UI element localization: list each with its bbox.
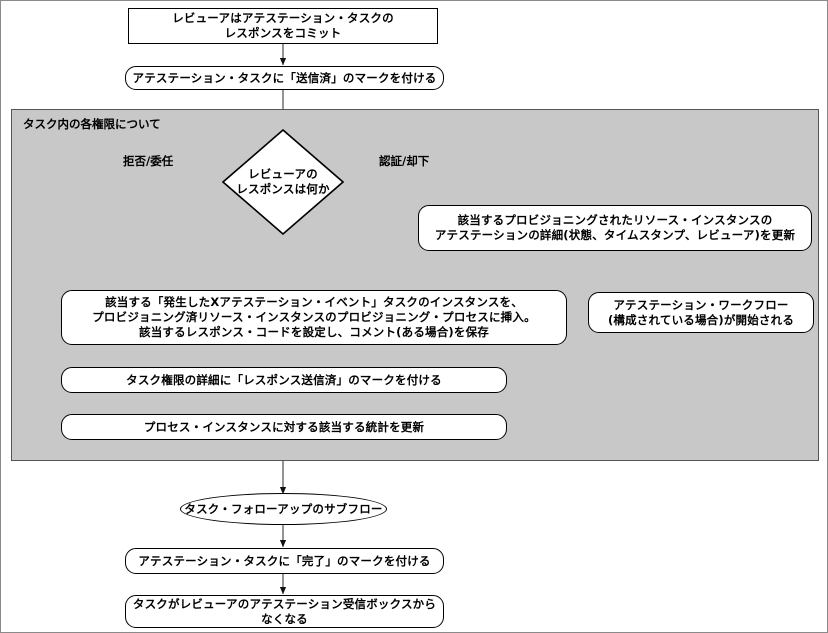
node-mark-complete[interactable]: アテステーション・タスクに「完了」のマークを付ける	[125, 548, 444, 574]
node-mark-sent[interactable]: アテステーション・タスクに「送信済」のマークを付ける	[125, 66, 444, 90]
node-attestation-workflow[interactable]: アテステーション・ワークフロー (構成されている場合)が開始される	[588, 292, 814, 333]
group-title: タスク内の各権限について	[23, 117, 161, 131]
group-container-task-privileges	[11, 109, 819, 461]
node-insert-event-instance[interactable]: 該当する「発生したXアテステーション・イベント」タスクのインスタンスを、 プロビ…	[61, 290, 567, 345]
node-decision-reviewer-response[interactable]: レビューアの レスポンスは何か	[222, 129, 344, 235]
node-commit[interactable]: レビューアはアテステーション・タスクの レスポンスをコミット	[128, 8, 438, 44]
node-mark-response-sent[interactable]: タスク権限の詳細に「レスポンス送信済」のマークを付ける	[61, 367, 507, 393]
node-decision-label: レビューアの レスポンスは何か	[236, 167, 330, 196]
edge-label-right-branch: 認証/却下	[379, 154, 430, 168]
node-remove-from-inbox[interactable]: タスクがレビューアのアテステーション受信ボックスから なくなる	[125, 595, 444, 628]
node-update-attestation-detail[interactable]: 該当するプロビジョニングされたリソース・インスタンスの アテステーションの詳細(…	[418, 205, 812, 251]
node-update-statistics[interactable]: プロセス・インスタンスに対する該当する統計を更新	[61, 414, 507, 440]
edge-label-left-branch: 拒否/委任	[123, 154, 174, 168]
node-task-followup-subflow[interactable]: タスク・フォローアップのサブフロー	[180, 493, 387, 525]
